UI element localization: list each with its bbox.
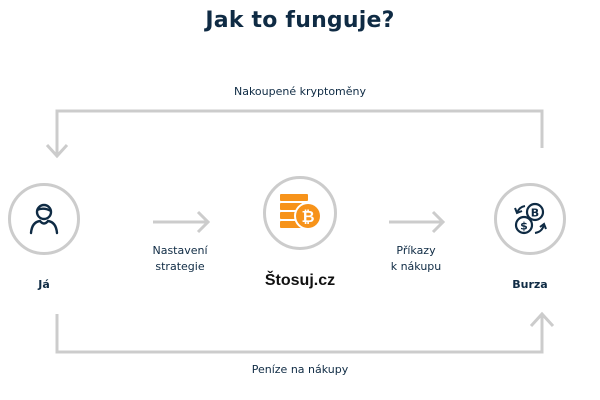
arrow-up-icon bbox=[529, 311, 555, 328]
page-title: Jak to funguje? bbox=[205, 8, 395, 33]
arrow-down-icon bbox=[45, 143, 69, 159]
me-node bbox=[8, 183, 80, 255]
bottom-loop-line bbox=[55, 314, 544, 354]
arrow-right-icon bbox=[431, 210, 446, 234]
bitcoin-coins-icon: ₿ bbox=[280, 194, 322, 230]
strategy-label: Nastavení strategie bbox=[130, 243, 230, 275]
top-loop-line bbox=[55, 109, 544, 156]
exchange-label: Burza bbox=[512, 278, 548, 291]
strategy-label-line2: strategie bbox=[155, 260, 205, 273]
exchange-node: B $ bbox=[494, 183, 566, 255]
platform-brand: Štosuj.cz bbox=[264, 272, 336, 289]
top-flow-label: Nakoupené kryptoměny bbox=[233, 85, 367, 98]
arrow-right-icon bbox=[196, 210, 211, 234]
orders-label: Příkazy k nákupu bbox=[366, 243, 466, 275]
orders-label-line2: k nákupu bbox=[390, 260, 442, 273]
me-label: Já bbox=[38, 278, 50, 291]
svg-text:₿: ₿ bbox=[301, 207, 314, 226]
svg-text:B: B bbox=[531, 207, 539, 220]
currency-exchange-icon: B $ bbox=[514, 202, 547, 235]
platform-node: ₿ bbox=[263, 176, 337, 250]
svg-text:$: $ bbox=[520, 220, 528, 233]
bottom-flow-label: Peníze na nákupy bbox=[251, 363, 349, 376]
user-icon bbox=[29, 203, 59, 235]
orders-label-line1: Příkazy bbox=[396, 244, 436, 257]
strategy-label-line1: Nastavení bbox=[152, 244, 208, 257]
